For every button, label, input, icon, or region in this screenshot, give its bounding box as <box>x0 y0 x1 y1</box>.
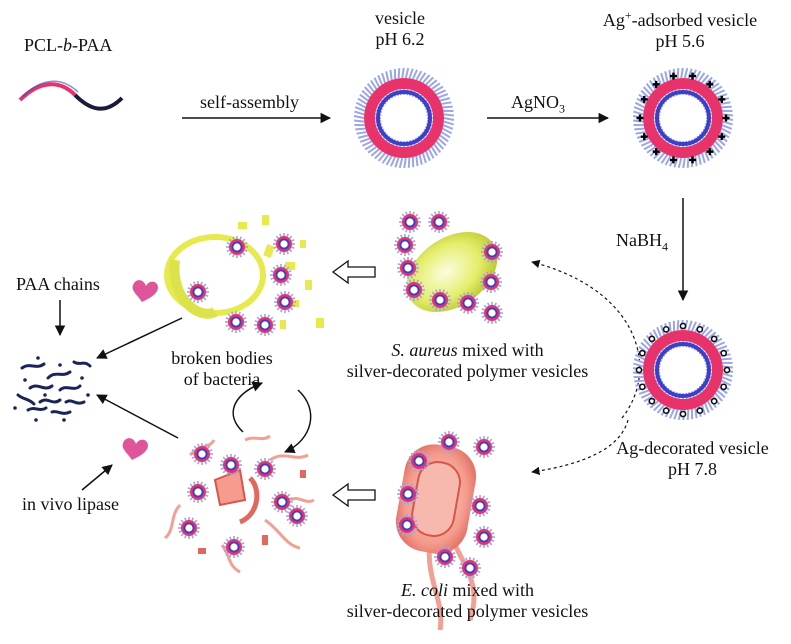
small-vesicle <box>286 505 308 527</box>
small-vesicle <box>270 264 292 286</box>
vesicle-ph62 <box>353 67 455 169</box>
small-vesicle <box>254 458 276 480</box>
polymer-label-b: b <box>63 35 73 55</box>
lipase-label-arrow <box>81 464 113 491</box>
ag-adsorbed-post: -adsorbed vesicle <box>631 10 758 30</box>
arrow-broken-to-paa <box>96 317 183 359</box>
self-assembly-label: self-assembly <box>200 92 299 112</box>
lipase-icon-upper <box>132 280 158 302</box>
agno3-sub: 3 <box>559 101 565 116</box>
silver-decorated-small-vesicles <box>178 211 503 579</box>
ag-adsorbed-line1: Ag+-adsorbed vesicle <box>575 8 785 31</box>
curved-arrow-up <box>232 381 263 433</box>
polymer-label-pre: PCL- <box>24 35 64 55</box>
vesicle-label-line2: pH 6.2 <box>375 29 425 49</box>
small-vesicle <box>397 483 419 505</box>
s-aureus-rest: mixed with <box>457 340 544 360</box>
ag-adsorbed-vesicle <box>632 67 734 169</box>
small-vesicle <box>225 311 247 333</box>
polymer-label-post: -PAA <box>72 35 113 55</box>
small-vesicle <box>226 236 248 258</box>
small-vesicle <box>480 271 502 293</box>
small-vesicle <box>473 526 495 548</box>
paa-chains-label: PAA chains <box>16 274 100 294</box>
small-vesicle <box>481 302 503 324</box>
s-aureus-label: S. aureus mixed with silver-decorated po… <box>335 340 600 382</box>
small-vesicle <box>403 279 425 301</box>
e-coli-label: E. coli mixed with silver-decorated poly… <box>335 580 600 622</box>
ag-decorated-label: Ag-decorated vesicle pH 7.8 <box>600 438 785 480</box>
paa-chain-fragments <box>16 360 92 415</box>
e-coli-line1: E. coli mixed with <box>335 580 600 601</box>
ag-decorated-vesicle <box>632 319 734 421</box>
e-coli-italic: E. coli <box>401 580 448 600</box>
agno3-base: AgNO <box>511 92 559 112</box>
small-vesicle <box>396 514 418 536</box>
e-coli-rest: mixed with <box>448 580 535 600</box>
small-vesicle <box>394 234 416 256</box>
small-vesicle <box>399 211 421 233</box>
ag-adsorbed-line2: pH 5.6 <box>655 31 705 51</box>
small-vesicle <box>274 291 296 313</box>
s-aureus-body <box>406 232 498 312</box>
ag-adsorbed-label: Ag+-adsorbed vesicle pH 5.6 <box>575 8 785 52</box>
small-vesicle <box>178 517 200 539</box>
agno3-label: AgNO3 <box>511 92 565 116</box>
broken-line1: broken bodies <box>171 348 273 368</box>
e-coli-line2: silver-decorated polymer vesicles <box>346 601 589 621</box>
vesicle-label-line1: vesicle <box>375 8 425 28</box>
lipase-label: in vivo lipase <box>22 494 119 514</box>
ag-decorated-line2: pH 7.8 <box>668 459 717 479</box>
small-vesicle <box>220 454 242 476</box>
small-vesicle <box>408 450 430 472</box>
broken-s-aureus <box>164 215 324 329</box>
small-vesicle <box>397 257 419 279</box>
small-vesicle <box>271 491 293 513</box>
s-aureus-line2: silver-decorated polymer vesicles <box>346 361 589 381</box>
nabh4-base: NaBH <box>616 230 662 250</box>
small-vesicle <box>429 289 451 311</box>
small-vesicle <box>459 557 481 579</box>
dotted-arrow-to-s-aureus <box>531 259 641 419</box>
nabh4-sub: 4 <box>662 239 668 254</box>
small-vesicle <box>187 481 209 503</box>
s-aureus-italic: S. aureus <box>391 340 458 360</box>
small-vesicle <box>273 233 295 255</box>
ag-decorated-line1: Ag-decorated vesicle <box>616 438 769 458</box>
small-vesicle <box>457 292 479 314</box>
small-vesicle <box>191 443 213 465</box>
e-coli-body <box>395 444 477 631</box>
arrow-ecoli-broken-to-paa <box>96 394 179 439</box>
small-vesicle <box>434 546 456 568</box>
s-aureus-line1: S. aureus mixed with <box>335 340 600 361</box>
polymer-label: PCL-b-PAA <box>24 35 112 56</box>
small-vesicle <box>469 495 491 517</box>
small-vesicle <box>428 211 450 233</box>
small-vesicle <box>187 281 209 303</box>
paa-dots <box>13 356 90 422</box>
pcl-b-paa-chain <box>18 80 124 111</box>
ag-adsorbed-pre: Ag <box>602 10 625 30</box>
curved-arrow-down <box>284 389 312 453</box>
nabh4-label: NaBH4 <box>616 230 668 254</box>
vesicle-label: vesicle pH 6.2 <box>340 8 460 50</box>
small-vesicle <box>438 431 460 453</box>
hollow-arrow-lower <box>331 482 376 508</box>
ag-adsorbed-sup: + <box>624 8 632 22</box>
hollow-arrow-upper <box>331 259 376 285</box>
small-vesicle <box>473 436 495 458</box>
small-vesicle <box>254 314 276 336</box>
small-vesicle <box>481 241 503 263</box>
small-vesicle <box>223 536 245 558</box>
broken-line2: of bacteria <box>183 369 261 389</box>
broken-bodies-label: broken bodies of bacteria <box>152 348 292 390</box>
lipase-icon-lower <box>122 438 148 460</box>
dotted-arrow-to-e-coli <box>531 419 629 476</box>
